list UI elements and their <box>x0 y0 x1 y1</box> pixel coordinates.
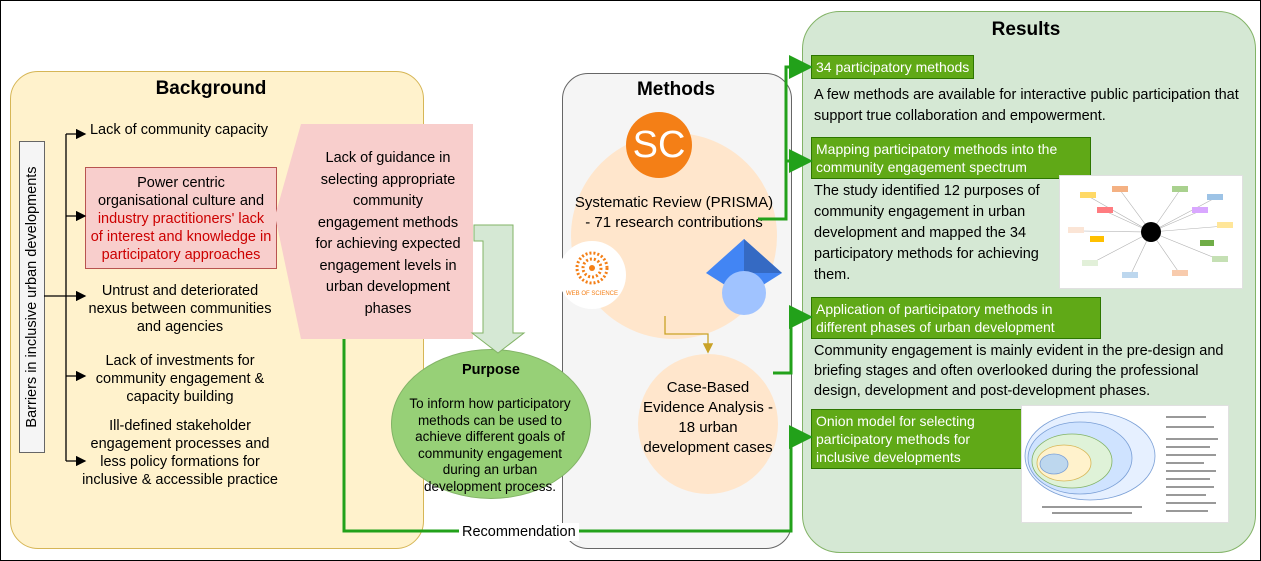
barrier-item-power-red: industry practitioners' lack of interest… <box>90 211 272 263</box>
barrier-item-investments: Lack of investments for community engage… <box>95 353 265 405</box>
onion-model-thumbnail <box>1021 405 1229 523</box>
purpose-block-arrow <box>470 224 526 354</box>
result-tag-methods: 34 participatory methods <box>811 55 975 79</box>
spectrum-map-thumbnail <box>1059 175 1243 289</box>
result-text-methods: A few methods are available for interact… <box>814 87 1239 124</box>
scopus-logo: SC <box>626 112 692 178</box>
guidance-text: Lack of guidance in selecting appropriat… <box>315 150 461 317</box>
purpose-title: Purpose <box>461 362 520 378</box>
barrier-bracket <box>44 128 87 467</box>
result-tag-phases: Application of participatory methods in … <box>811 297 1101 339</box>
barrier-item-stakeholder: Ill-defined stakeholder engagement proce… <box>82 418 278 488</box>
case-analysis-circle <box>638 354 778 494</box>
recommendation-label: Recommendation <box>459 523 579 541</box>
barrier-item-power-box: Power centric organisational culture and… <box>85 167 277 269</box>
results-title: Results <box>991 19 1061 40</box>
methods-link-arrow <box>664 316 714 354</box>
purpose-ellipse <box>391 349 591 499</box>
purpose-text: To inform how participatory methods can … <box>409 396 571 494</box>
barrier-item-capacity: Lack of community capacity <box>89 122 269 138</box>
scholar-icon <box>706 239 782 315</box>
result-text-mapping: The study identified 12 purposes of comm… <box>814 183 1040 283</box>
barrier-item-power-black: Power centric organisational culture and <box>97 175 265 209</box>
spectrum-map-graphic <box>1068 186 1233 278</box>
result-tag-onion: Onion model for selecting participatory … <box>811 409 1027 469</box>
systematic-review-text: Systematic Review (PRISMA) - 71 research… <box>574 194 774 231</box>
web-of-science-icon <box>575 251 609 285</box>
onion-model-graphic <box>1024 411 1218 514</box>
result-text-phases: Community engagement is mainly evident i… <box>814 343 1224 399</box>
case-analysis-text: Case-Based Evidence Analysis - 18 urban … <box>642 379 774 456</box>
barrier-item-power-text: Power centric organisational culture and… <box>86 168 276 264</box>
barrier-item-untrust: Untrust and deteriorated nexus between c… <box>88 283 272 335</box>
results-arrows <box>342 55 813 533</box>
background-title: Background <box>155 78 267 99</box>
web-of-science-logo: WEB OF SCIENCE <box>558 241 626 309</box>
web-of-science-label: WEB OF SCIENCE <box>565 291 618 297</box>
guidance-callout: Lack of guidance in selecting appropriat… <box>301 124 473 339</box>
barriers-box: Barriers in inclusive urban developments <box>19 141 45 453</box>
guidance-pointer <box>275 124 301 339</box>
result-tag-mapping: Mapping participatory methods into the c… <box>811 137 1091 179</box>
methods-title: Methods <box>636 79 716 100</box>
